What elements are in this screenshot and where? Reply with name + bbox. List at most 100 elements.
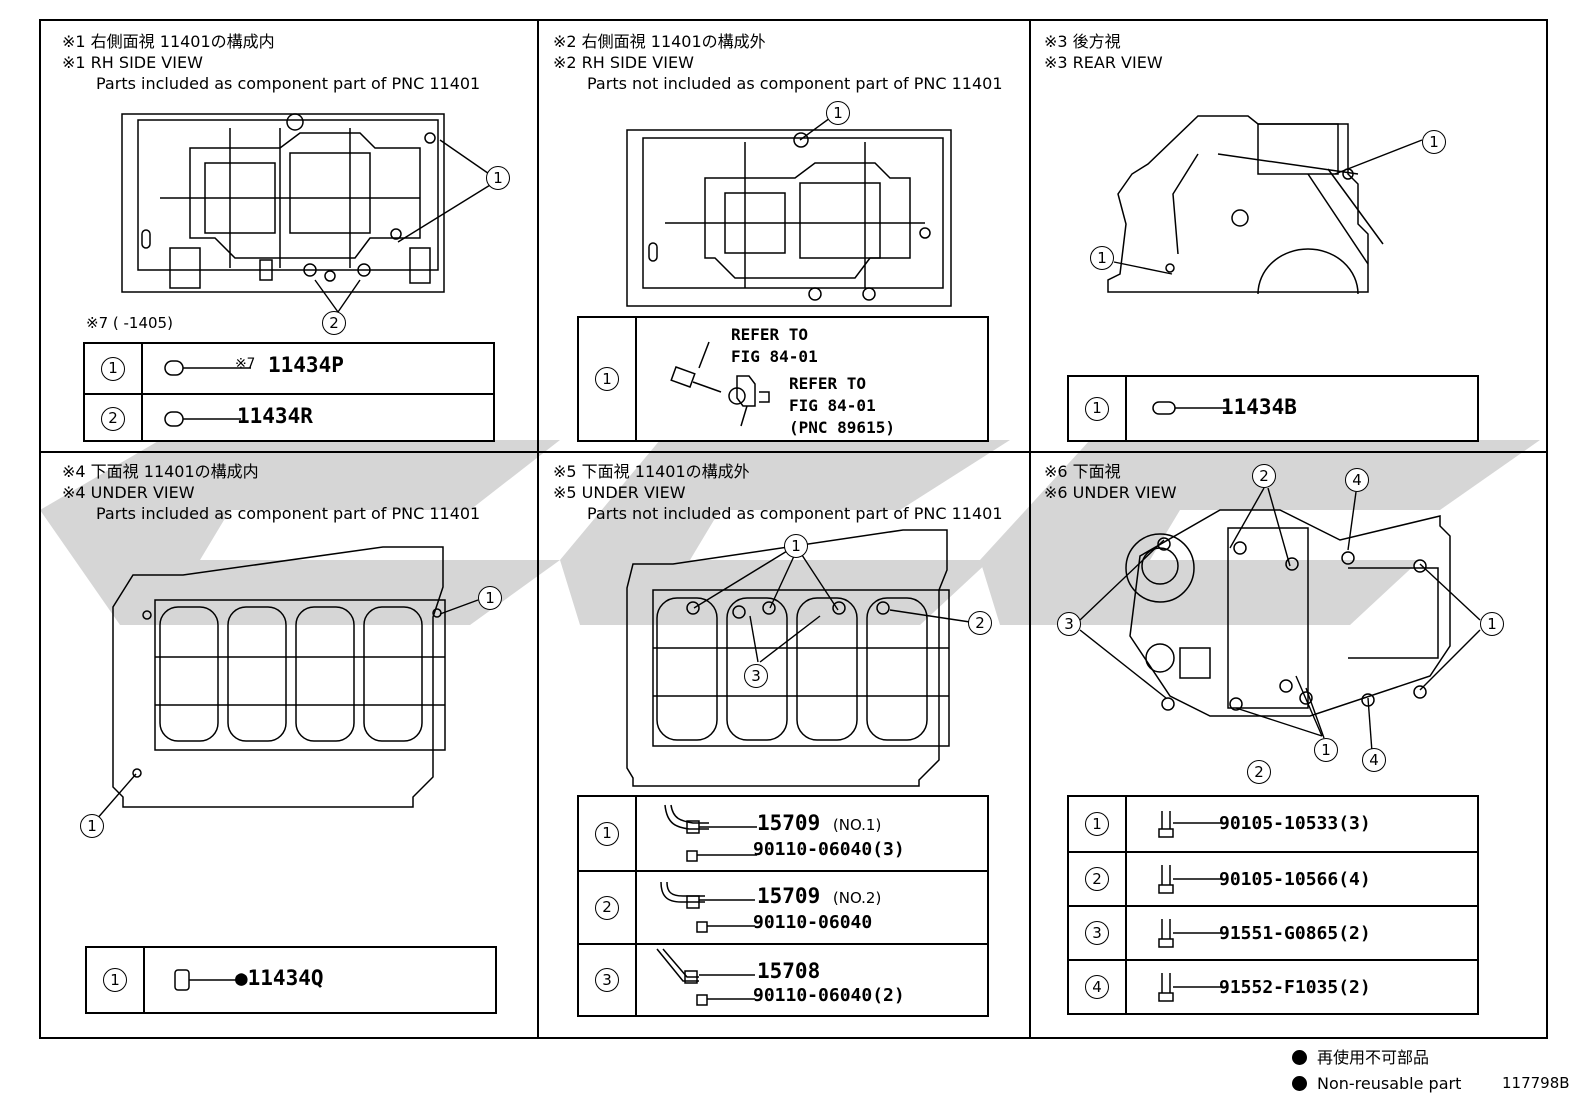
part-number: 90105-10566(4) [1219, 869, 1371, 890]
callout-1: 1 [826, 101, 850, 125]
title-en: ※3 REAR VIEW [1044, 53, 1163, 72]
callout-1: 1 [80, 814, 104, 838]
part-sub-label: (NO.2) [832, 889, 882, 907]
title-jp: ※2 右側面視 11401の構成外 [553, 32, 766, 51]
parts-table: 1 11434B [1067, 375, 1479, 442]
row-number: 2 [595, 895, 619, 920]
dowel-pin-icon [174, 969, 241, 991]
part-number: 11434P [268, 353, 344, 377]
callout-1: 1 [478, 586, 502, 610]
engine-block-rear-drawing [1107, 115, 1384, 295]
parts-row: 2 90105-10566(4) [1069, 851, 1477, 905]
part-number: 90105-10533(3) [1219, 813, 1371, 834]
row-number: 2 [101, 406, 125, 431]
footnote-serial-range: ※7 ( -1405) [86, 314, 173, 332]
row-number: 4 [1085, 975, 1109, 999]
callout-2: 2 [968, 611, 992, 635]
reference-note: REFER TO FIG 84-01 [731, 325, 818, 366]
parts-row: 3 15708 90110-06040(2) [579, 943, 987, 1015]
panel-note: Parts not included as component part of … [587, 74, 1003, 93]
parts-row: 2 11434R [85, 393, 493, 442]
panel-caption: ※2 右側面視 11401の構成外 ※2 RH SIDE VIEW Parts … [553, 31, 1003, 94]
serial-marker: ※7 [235, 356, 256, 372]
panel-caption: ※3 後方視 ※3 REAR VIEW [1044, 31, 1163, 73]
parts-table: 1 90105-10533(3) 2 90105-10566(4) 3 9155… [1067, 795, 1479, 1015]
parts-row: 1 REFER TO FIG 84-01 REFER TO FIG 84-01 … [579, 318, 987, 440]
callout-2: 2 [1247, 760, 1271, 784]
callout-2: 2 [1252, 464, 1276, 488]
row-number: 3 [1085, 921, 1109, 945]
reference-note-sensor: REFER TO FIG 84-01 (PNC 89615) [789, 374, 895, 437]
parts-row: 1 ※7 11434P [85, 344, 493, 393]
callout-4: 4 [1362, 748, 1386, 772]
divider-vertical [1029, 21, 1031, 1037]
row-number: 1 [1085, 396, 1109, 421]
panel-caption: ※1 右側面視 11401の構成内 ※1 RH SIDE VIEW Parts … [62, 31, 480, 94]
bolt-icon [1158, 811, 1223, 838]
parts-row: 1 ●11434Q [87, 948, 495, 1012]
parts-table: 1 15709 (NO.1) 90110-06040(3) 2 15709 (N… [577, 795, 989, 1017]
bolt-part-number: 90110-06040(2) [753, 985, 905, 1006]
callout-leader [799, 117, 831, 141]
row-number: 1 [595, 367, 619, 391]
callout-leaders [1113, 139, 1423, 275]
callout-leaders [95, 599, 479, 821]
parts-row: 1 11434B [1069, 377, 1477, 440]
callout-3: 3 [1057, 612, 1081, 636]
part-number: 11434B [1221, 395, 1297, 419]
callout-3: 3 [744, 664, 768, 688]
panel-note: Parts included as component part of PNC … [96, 74, 481, 93]
row-number: 1 [595, 821, 619, 846]
part-number: 15709 (NO.1) [757, 811, 882, 835]
title-jp: ※1 右側面視 11401の構成内 [62, 32, 275, 51]
engine-block-rh-side-drawing [121, 113, 445, 293]
part-number: 15708 [757, 959, 821, 983]
callout-1: 1 [1314, 738, 1338, 762]
diagram-frame [39, 19, 1548, 1039]
bolt-icon [1158, 973, 1223, 1002]
callout-1: 1 [1422, 130, 1446, 154]
parts-table: 1 ※7 11434P 2 11434R [83, 342, 495, 442]
title-en: ※6 UNDER VIEW [1044, 483, 1177, 502]
title-en: ※2 RH SIDE VIEW [553, 53, 694, 72]
panel-note: Parts included as component part of PNC … [96, 504, 481, 523]
parts-table: 1 ●11434Q [85, 946, 497, 1014]
panel-caption: ※4 下面視 11401の構成内 ※4 UNDER VIEW Parts inc… [62, 461, 480, 524]
bolt-icon [1158, 919, 1223, 948]
callout-1: 1 [784, 534, 808, 558]
title-jp: ※6 下面視 [1044, 462, 1121, 481]
callout-4: 4 [1345, 468, 1369, 492]
bullet-icon [1292, 1076, 1307, 1091]
dowel-pin-icon [164, 360, 251, 376]
panel-caption: ※5 下面視 11401の構成外 ※5 UNDER VIEW Parts not… [553, 461, 1003, 524]
parts-row: 1 15709 (NO.1) 90110-06040(3) [579, 797, 987, 870]
engine-block-under-drawing [626, 529, 950, 787]
panel-note: Parts not included as component part of … [587, 504, 1003, 523]
title-en: ※5 UNDER VIEW [553, 483, 686, 502]
title-en: ※4 UNDER VIEW [62, 483, 195, 502]
part-number: ●11434Q [235, 966, 324, 990]
row-number: 2 [1085, 867, 1109, 891]
callout-1: 1 [486, 166, 510, 190]
part-number: 11434R [237, 404, 313, 428]
divider-horizontal [41, 451, 1546, 453]
panel-caption: ※6 下面視 ※6 UNDER VIEW [1044, 461, 1177, 503]
callout-leaders [693, 547, 971, 663]
title-jp: ※4 下面視 11401の構成内 [62, 462, 259, 481]
dowel-pin-icon [164, 411, 241, 427]
part-sub-label: (NO.1) [832, 816, 882, 834]
oil-jet-icon [664, 804, 757, 862]
oil-jet-icon [660, 881, 755, 933]
parts-row: 1 90105-10533(3) [1069, 797, 1477, 851]
callout-1: 1 [1090, 246, 1114, 270]
parts-row: 2 15709 (NO.2) 90110-06040 [579, 870, 987, 943]
legend: 再使用不可部品 Non-reusable part [1292, 1045, 1461, 1097]
legend-item-jp: 再使用不可部品 [1292, 1045, 1461, 1071]
row-number: 1 [101, 356, 125, 381]
engine-block-rh-side-drawing [626, 129, 952, 307]
title-jp: ※3 後方視 [1044, 32, 1121, 51]
callout-1: 1 [1480, 612, 1504, 636]
part-number: 91551-G0865(2) [1219, 923, 1371, 944]
callout-leaders [314, 139, 496, 313]
title-en: ※1 RH SIDE VIEW [62, 53, 203, 72]
